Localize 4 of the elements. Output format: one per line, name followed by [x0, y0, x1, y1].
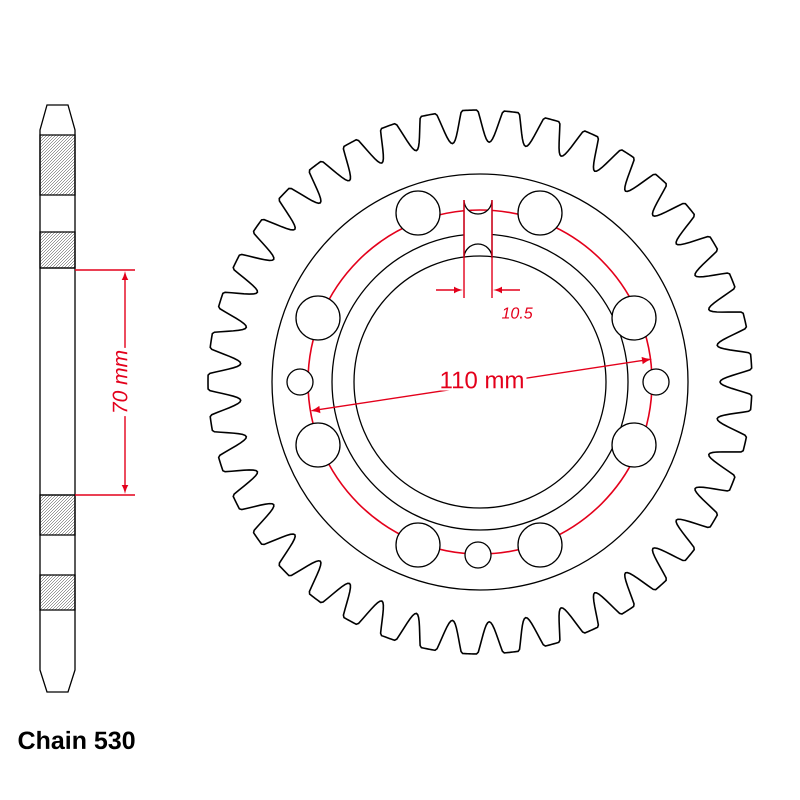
dimension-label: 110 mm: [441, 372, 523, 388]
chain-size-label: Chain 530: [18, 730, 135, 750]
dimension-label: 70 mm: [112, 350, 128, 412]
dimension-label: 10.5: [502, 307, 533, 319]
